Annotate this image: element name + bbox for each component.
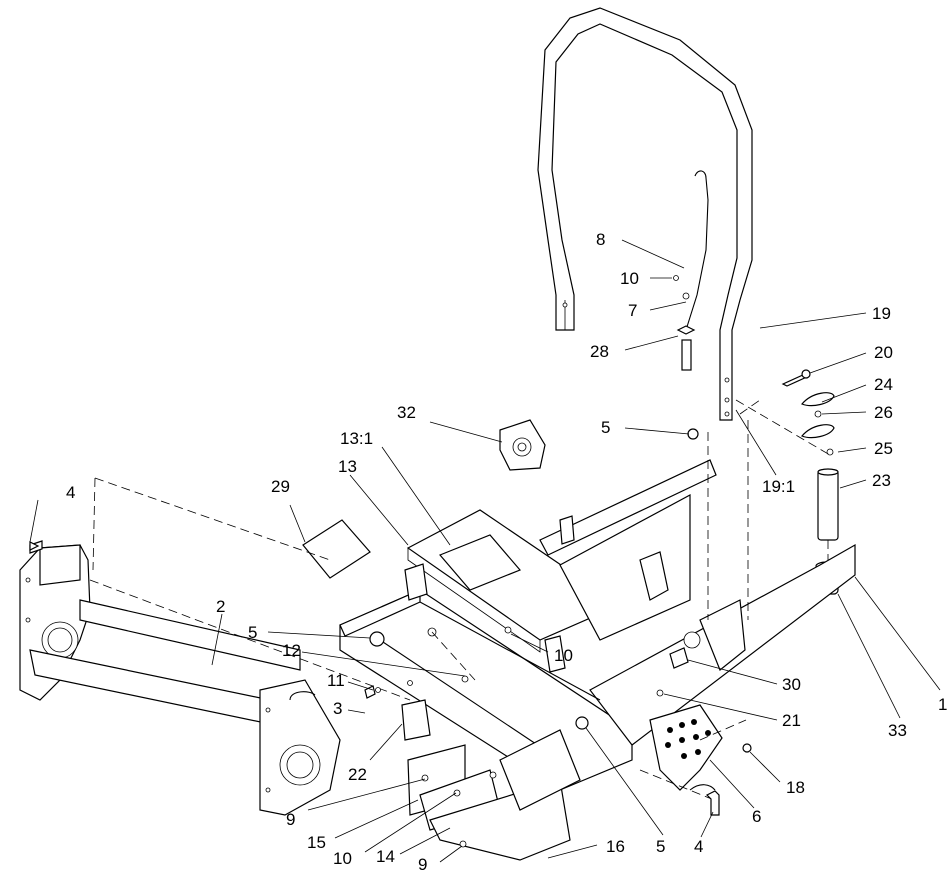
callout-6: 6 [752,807,761,826]
seat-pan [406,509,622,653]
lanyard-rod [673,170,709,371]
step-plate [649,704,723,791]
foot-bracket-30 [669,647,689,669]
callout-11: 11 [327,671,345,690]
callout-labels: 8 10 7 28 19 20 24 26 25 23 19:1 5 32 13… [66,230,947,874]
callout-4: 4 [66,483,75,502]
callout-19: 19 [872,304,891,323]
callout-3: 3 [333,699,342,718]
bracket-22 [401,699,431,741]
callout-2: 2 [216,597,225,616]
callout-30: 30 [782,675,801,694]
callout-20: 20 [874,343,893,362]
callout-18: 18 [786,778,805,797]
callout-13-1: 13:1 [340,429,373,448]
front-bumper-assembly [19,540,341,816]
leader-lines [29,239,941,863]
callout-5: 5 [601,418,610,437]
callout-13: 13 [338,457,357,476]
main-frame [339,459,856,791]
roll-bar [537,7,753,421]
callout-24: 24 [874,375,893,394]
callout-23: 23 [872,471,891,490]
bracket-32 [499,419,546,471]
callout-9: 9 [286,810,295,829]
callout-8: 8 [596,230,605,249]
callout-25: 25 [874,439,893,458]
callout-7: 7 [628,301,637,320]
callout-10: 10 [333,849,352,868]
callout-9: 9 [418,855,427,874]
decal-29 [302,519,371,579]
callout-33: 33 [888,721,907,740]
callout-28: 28 [590,342,609,361]
callout-4: 4 [694,837,703,856]
callout-1: 1 [938,695,947,714]
bolt-4-left [29,541,40,551]
callout-16: 16 [606,837,625,856]
callout-21: 21 [782,711,801,730]
callout-32: 32 [397,403,416,422]
callout-5: 5 [656,837,665,856]
callout-22: 22 [348,765,367,784]
assembly-lines [89,399,831,801]
callout-15: 15 [307,833,326,852]
callout-12: 12 [282,641,301,660]
callout-14: 14 [376,847,395,866]
callout-29: 29 [271,477,290,496]
callout-10: 10 [620,269,639,288]
callout-10: 10 [554,646,573,665]
callout-26: 26 [874,403,893,422]
lower-guard [407,729,581,861]
callout-19-1: 19:1 [762,477,795,496]
callout-5: 5 [248,623,257,642]
